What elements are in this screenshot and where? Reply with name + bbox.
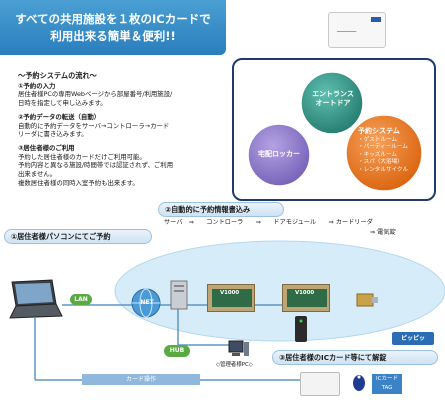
venn-right-item: ・パーティールーム bbox=[358, 144, 408, 151]
venn-right-item: ・スパ（大浴場） bbox=[358, 159, 403, 166]
door-module-box: V1000 bbox=[282, 284, 330, 312]
venn-left-label: 宅配ロッカー bbox=[258, 150, 300, 158]
tag-icon bbox=[353, 375, 365, 391]
admin-pc-icon bbox=[228, 340, 249, 356]
venn-right-item: ・ゲストルーム bbox=[358, 136, 397, 143]
admin-pc-label: ◇管理者様PC◇ bbox=[216, 362, 253, 368]
section1-bar: ①居住者様パソコンにてご予約 bbox=[4, 229, 152, 244]
venn-center-circle bbox=[300, 71, 364, 135]
ic-card-small-icon bbox=[300, 372, 340, 396]
ic-card-image: ━━━━━━━━ bbox=[328, 12, 386, 48]
flow-step1-text1: 居住者様PCの専用Webページから部屋番号/利用施設/ bbox=[18, 90, 173, 99]
venn-left-circle bbox=[247, 123, 311, 187]
flow-step2-text2: リーダに書き込みます。 bbox=[18, 130, 88, 139]
venn-right-title: 予約システム bbox=[358, 127, 400, 135]
controller-board-icon bbox=[212, 289, 252, 307]
flow-description: ～予約システムの流れ～ ①予約の入力 居住者様PCの専用Webページから部屋番号… bbox=[18, 71, 233, 187]
card-reader-icon bbox=[295, 316, 307, 342]
header-banner: すべての共用施設を１枚のICカードで 利用出来る簡単＆便利!! bbox=[0, 0, 226, 55]
header-line1: すべての共用施設を１枚のICカードで bbox=[15, 12, 211, 26]
card-operation-bar: カード操作 bbox=[82, 374, 200, 385]
flow-step3-text4: 複数居住者様の同時入室予約も出来ます。 bbox=[18, 178, 139, 187]
lan-badge: LAN bbox=[70, 294, 92, 305]
controller-box: V1000 bbox=[207, 284, 255, 312]
door-module-board-icon bbox=[287, 289, 327, 307]
tag-text: TAG bbox=[381, 385, 393, 391]
server-icon bbox=[170, 280, 188, 310]
ic-card-text: ICカード bbox=[376, 376, 398, 382]
flow-step3-text1: 予約した居住者様のカードだけご利用可能。 bbox=[18, 152, 146, 161]
hub-badge: HUB bbox=[164, 345, 190, 357]
venn-right-item: ・キッズルーム bbox=[358, 151, 397, 158]
card-stripe-icon: ━━━━━━━━ bbox=[337, 29, 357, 34]
controller-label: V1000 bbox=[220, 290, 240, 296]
venn-center-line2: オートドア bbox=[315, 99, 351, 107]
venn-right-item: ・レンタルサイクル bbox=[358, 166, 409, 173]
flow-step3-text2: 予約内容と異なる施設/時間帯では認証されず、ご利用 bbox=[18, 161, 174, 170]
section3-bar: ③居住者様のICカード等にて解錠 bbox=[272, 350, 438, 365]
venn-center-line1: エントランス bbox=[312, 90, 354, 98]
electric-lock-icon bbox=[356, 293, 378, 307]
internet-globe-icon bbox=[131, 288, 161, 318]
flow-title: ～予約システムの流れ～ bbox=[18, 71, 97, 80]
flow-step1-heading: ①予約の入力 bbox=[18, 81, 56, 90]
header-line2: 利用出来る簡単＆便利!! bbox=[50, 29, 176, 43]
section2-lock: ⇒ 電気錠 bbox=[370, 229, 396, 236]
venn-diagram bbox=[247, 71, 423, 192]
net-label: NET bbox=[140, 299, 154, 306]
venn-right-circle bbox=[345, 114, 423, 192]
section2-path: サーバ ⇒ コントローラ ⇒ ドアモジュール ⇒ カードリーダ bbox=[164, 219, 373, 226]
network-cloud bbox=[114, 240, 445, 342]
door-module-label: V1000 bbox=[295, 290, 315, 296]
venn-panel: エントランス オートドア 宅配ロッカー 予約システム ・ゲストルーム ・パーティ… bbox=[232, 58, 436, 201]
venn-center-label: エントランス オートドア bbox=[306, 90, 360, 108]
flow-step3-text3: 出来ません。 bbox=[18, 170, 57, 179]
flow-step2-text1: 自動的に予約データをサーバ→コントローラ→カード bbox=[18, 121, 170, 130]
flow-step3-heading: ③居住者様のご利用 bbox=[18, 143, 75, 152]
laptop-icon bbox=[9, 279, 63, 319]
ic-card-tag-label: ICカード TAG bbox=[372, 374, 402, 394]
card-logo-icon bbox=[371, 17, 381, 22]
venn-right-label: 予約システム ・ゲストルーム ・パーティールーム ・キッズルーム ・スパ（大浴場… bbox=[358, 127, 418, 175]
beep-badge: ピッピッ bbox=[392, 332, 434, 345]
flow-step2-heading: ②予約データの転送（自動） bbox=[18, 112, 101, 121]
section2-bar: ②自動的に予約情報書込み bbox=[158, 202, 284, 217]
flow-step1-text2: 日時を指定して申し込みます。 bbox=[18, 99, 107, 108]
